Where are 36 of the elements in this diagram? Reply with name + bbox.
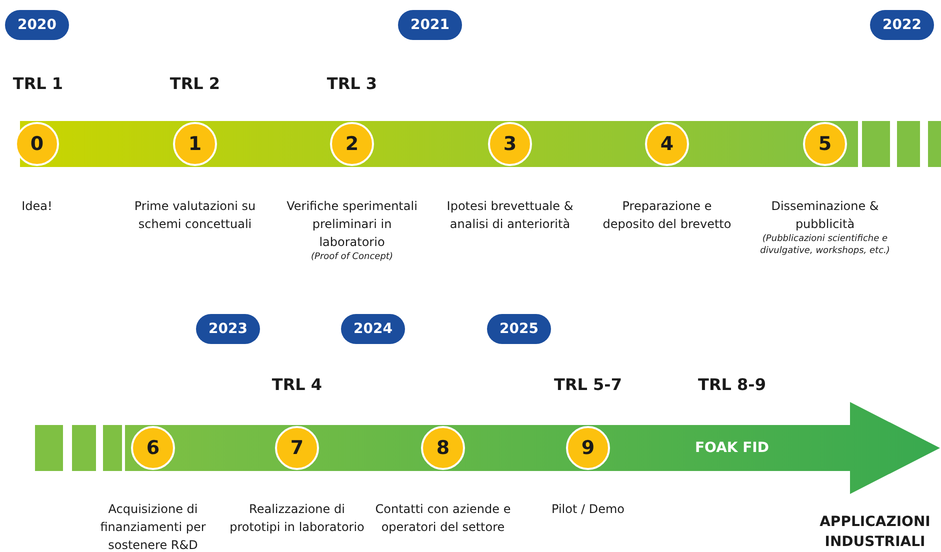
year-pill: 2025	[487, 314, 551, 344]
step-number: 8	[436, 437, 450, 459]
outcome-label: APPLICAZIONI INDUSTRIALI	[818, 513, 932, 552]
stage-label: FOAK FID	[694, 440, 770, 456]
step-number: 2	[345, 133, 359, 155]
step-number: 1	[188, 133, 202, 155]
trl-label: TRL 2	[170, 74, 220, 93]
step-number: 3	[503, 133, 517, 155]
trl-label: TRL 8-9	[698, 375, 766, 394]
step-description: Verifiche sperimentali preliminari in laboratorio	[286, 198, 418, 251]
step-description: Contatti con aziende e operatori del settore	[374, 501, 512, 536]
trl-label: TRL 5-7	[554, 375, 622, 394]
year-pill: 2024	[341, 314, 405, 344]
trl-label: TRL 4	[272, 375, 322, 394]
step-number: 6	[146, 437, 160, 459]
trl-label: TRL 3	[326, 74, 378, 93]
year-pill: 2020	[5, 10, 69, 40]
year-pill: 2022	[870, 10, 934, 40]
year-pill: 2021	[398, 10, 462, 40]
step-number: 4	[660, 133, 674, 155]
step-description: Pilot / Demo	[550, 501, 626, 518]
step-number: 9	[581, 437, 595, 459]
step-description: Idea!	[20, 198, 54, 215]
step-description: Realizzazione di prototipi in laboratorio	[228, 501, 366, 536]
step-number: 5	[818, 133, 832, 155]
step-number: 7	[290, 437, 304, 459]
step-note: (Pubblicazioni scientifiche e divulgative, workshops, etc.)	[759, 233, 891, 257]
step-description: Disseminazione & pubblicità	[770, 198, 880, 233]
step-description: Ipotesi brevettuale & analisi di anteriorità	[446, 198, 574, 233]
step-description: Preparazione e deposito del brevetto	[602, 198, 732, 233]
trl-label: TRL 1	[12, 74, 64, 93]
step-description: Acquisizione di finanziamenti per sostenere R&D	[99, 501, 207, 552]
step-number: 0	[30, 133, 44, 155]
step-description: Prime valutazioni su schemi concettuali	[133, 198, 257, 233]
year-pill: 2023	[196, 314, 260, 344]
step-note: (Proof of Concept)	[310, 251, 394, 263]
